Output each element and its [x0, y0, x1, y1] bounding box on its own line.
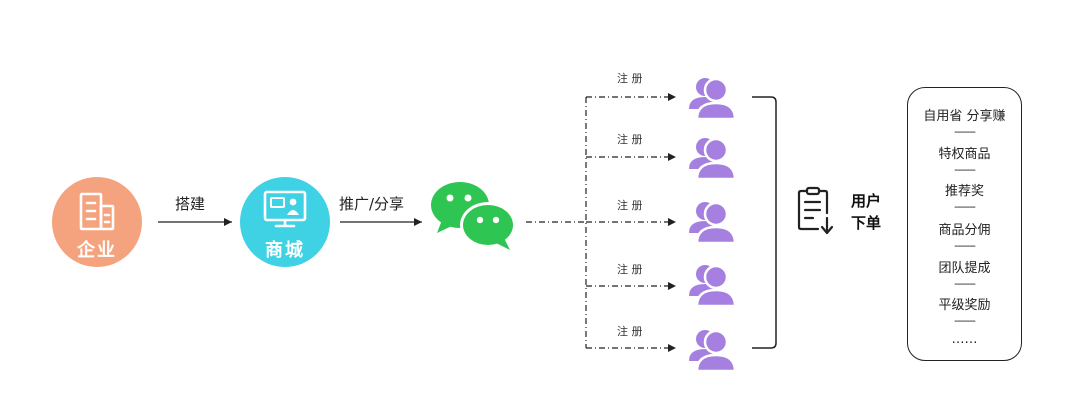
register-label: 注 册 [617, 199, 643, 212]
register-label: 注 册 [617, 263, 643, 276]
benefit-separator: ------- [954, 239, 976, 252]
benefit-item: 自用省 分享赚 [923, 109, 1006, 124]
order-label-line2: 下单 [851, 214, 882, 232]
user-group-icon [689, 329, 737, 373]
benefit-item: 商品分佣 [938, 223, 991, 238]
mall-node: 商城 [240, 177, 330, 267]
share-label: 推广/分享 [339, 195, 405, 213]
build-label: 搭建 [175, 195, 206, 213]
bracket [752, 96, 777, 349]
enterprise-label: 企业 [77, 240, 117, 261]
benefit-separator: ------- [954, 163, 976, 176]
register-label: 注 册 [617, 133, 643, 146]
user-group-icon [689, 77, 737, 121]
user-group-icon [689, 264, 737, 308]
benefit-separator: ------- [954, 125, 976, 138]
user-group-icon [689, 201, 737, 245]
benefit-separator: ------- [954, 277, 976, 290]
benefit-item: 推荐奖 [944, 184, 984, 199]
benefit-separator: ------- [954, 200, 976, 213]
building-icon [79, 192, 115, 231]
benefits-box: 自用省 分享赚 ------- 特权商品 ------- 推荐奖 -------… [907, 87, 1022, 361]
order-label-line1: 用户 [851, 192, 882, 210]
benefit-item: …… [951, 332, 978, 347]
enterprise-node: 企业 [52, 177, 142, 267]
benefit-item: 平级奖励 [938, 298, 991, 313]
benefit-item: 特权商品 [938, 147, 991, 162]
mall-label: 商城 [265, 240, 305, 261]
monitor-icon [263, 190, 307, 228]
user-group-icon [689, 137, 737, 181]
register-label: 注 册 [617, 325, 643, 338]
order-label: 用户 下单 [851, 190, 891, 234]
register-label: 注 册 [617, 72, 643, 85]
order-document-icon [797, 186, 834, 235]
wechat-icon [431, 182, 516, 250]
benefit-item: 团队提成 [938, 261, 991, 276]
benefit-separator: ------- [954, 314, 976, 327]
